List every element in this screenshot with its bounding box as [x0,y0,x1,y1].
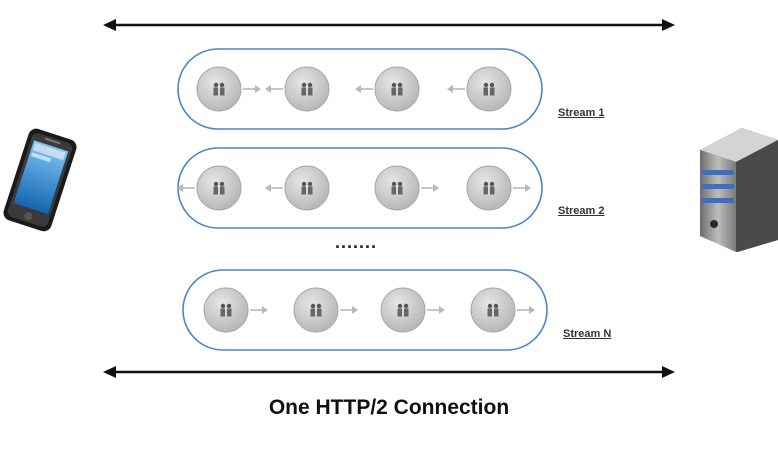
stream-n-label: Stream N [563,328,612,340]
connection-caption: One HTTP/2 Connection [268,396,510,419]
connection-arrow-top [103,19,675,31]
server-icon [700,128,778,252]
frame-direction-arrow [177,184,195,192]
smartphone-icon [3,128,77,232]
stream-2 [177,147,543,229]
frame-direction-arrow [517,306,535,314]
frame-direction-arrow [250,306,268,314]
frame-direction-arrow [265,85,283,93]
stream-frame [196,165,242,211]
frame-direction-arrow [421,184,439,192]
stream-frame [374,66,420,112]
stream-3 [182,269,548,351]
stream-frame [466,66,512,112]
stream-2-label: Stream 2 [558,205,605,217]
frame-direction-arrow [447,85,465,93]
stream-frame [203,287,249,333]
frame-direction-arrow [243,85,261,93]
stream-frame [196,66,242,112]
stream-outline [182,269,548,351]
stream-frame [470,287,516,333]
more-streams-ellipsis: ....... [335,232,378,252]
connection-arrow-bottom [103,366,675,378]
stream-frame [293,287,339,333]
stream-1-label: Stream 1 [558,107,605,119]
stream-frame [466,165,512,211]
stream-frame [380,287,426,333]
frame-direction-arrow [340,306,358,314]
stream-frame [284,165,330,211]
frame-direction-arrow [513,184,531,192]
stream-outline [177,48,543,130]
stream-1 [177,48,543,130]
frame-direction-arrow [427,306,445,314]
frame-direction-arrow [265,184,283,192]
frame-direction-arrow [355,85,373,93]
streams-layer [177,48,548,351]
stream-frame [374,165,420,211]
stream-frame [284,66,330,112]
